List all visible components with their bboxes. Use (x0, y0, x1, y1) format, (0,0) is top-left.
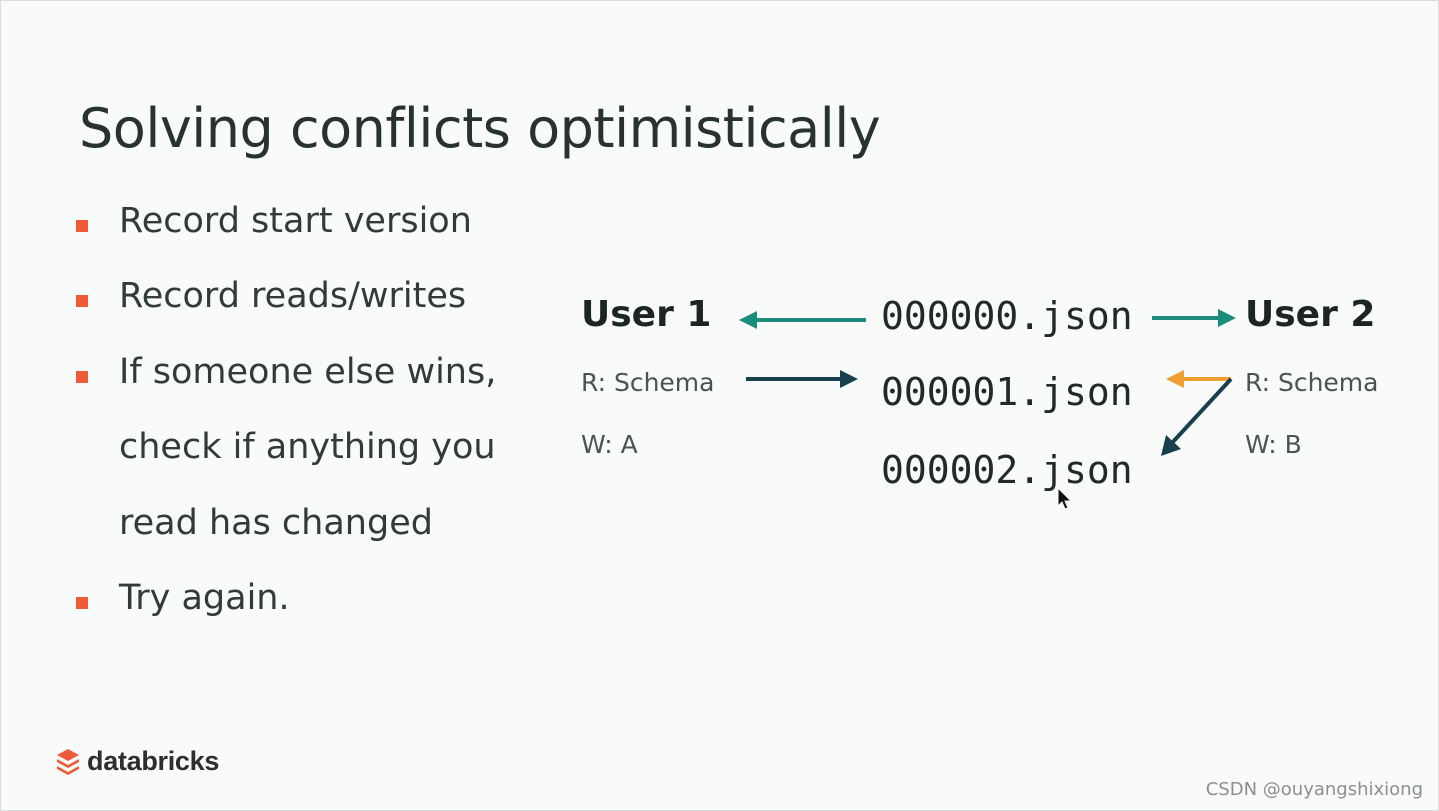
bullet-marker-icon (76, 597, 88, 609)
databricks-logo: databricks (55, 746, 219, 777)
databricks-stack-icon (57, 748, 79, 775)
bullet-item-3-line-1: If someone else wins, (119, 352, 497, 392)
arrow-user1-to-file1 (746, 370, 858, 388)
log-file-1: 000001.json (881, 370, 1133, 414)
user-2-read: R: Schema (1245, 368, 1379, 397)
bullet-marker-icon (76, 220, 88, 232)
log-file-2: 000002.json (881, 448, 1133, 492)
bullet-item-3-line-3: read has changed (119, 503, 433, 543)
bullet-item-4: Try again. (119, 578, 290, 618)
log-file-0: 000000.json (881, 294, 1133, 338)
user-2-label: User 2 (1245, 294, 1376, 335)
arrow-file0-to-user1 (739, 311, 866, 329)
arrow-user2-to-file2 (1161, 377, 1233, 456)
user-1-write: W: A (581, 430, 638, 459)
arrow-user2-to-file1 (1166, 370, 1231, 388)
arrow-file0-to-user2 (1152, 309, 1236, 327)
user-1-label: User 1 (581, 294, 712, 335)
bullet-item-3-line-2: check if anything you (119, 427, 496, 467)
watermark: CSDN @ouyangshixiong (1205, 779, 1423, 800)
user-1-read: R: Schema (581, 368, 715, 397)
mouse-cursor-icon (1057, 487, 1073, 510)
bullet-marker-icon (76, 371, 88, 383)
bullet-marker-icon (76, 295, 88, 307)
bullet-item-2: Record reads/writes (119, 276, 467, 316)
slide-title: Solving conflicts optimistically (79, 97, 881, 160)
logo-text: databricks (87, 746, 220, 776)
bullet-item-1: Record start version (119, 201, 472, 241)
user-2-write: W: B (1245, 430, 1302, 459)
